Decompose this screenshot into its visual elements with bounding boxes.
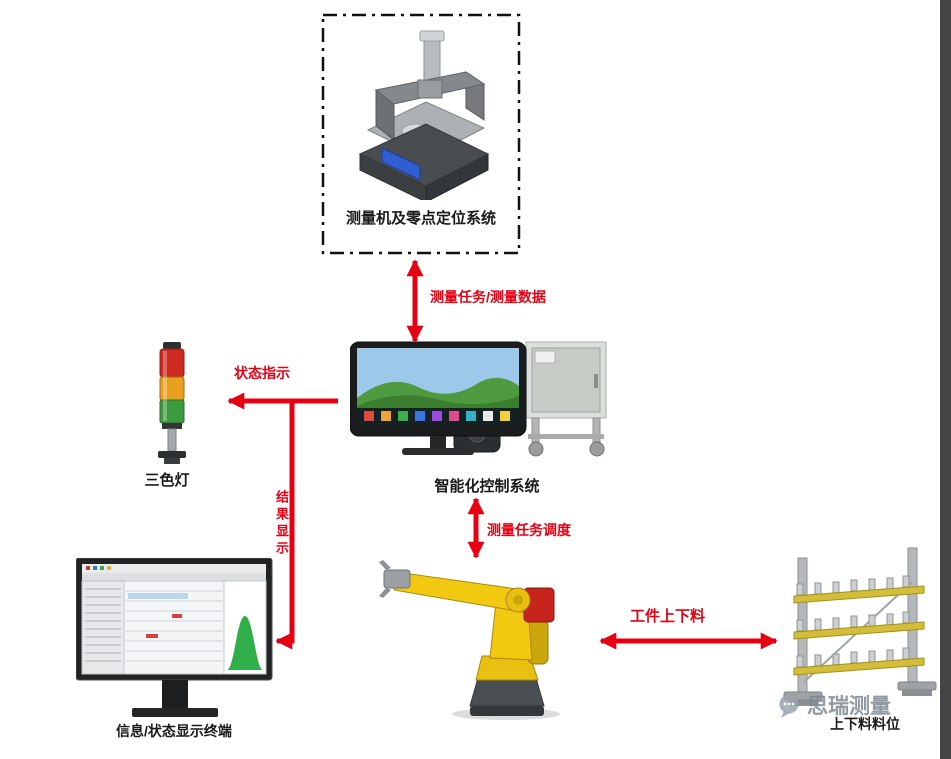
rack-shelves [793,585,925,676]
control-cabinet [525,341,607,457]
cmm-machine-image [338,28,503,200]
control-system-label: 智能化控制系统 [434,478,540,495]
workpiece-transfer-label: 工件上下料 [630,608,706,625]
chat-bubble-icon [776,692,802,718]
light-cap [163,342,181,349]
histogram-curve [227,616,263,670]
result-display-label: 结果显示 [274,490,289,558]
tricolor-light-image [150,342,194,466]
display-terminal-label: 信息/状态显示终端 [116,723,232,739]
display-terminal-image [76,558,274,724]
control-system-image [350,336,612,462]
loading-rack-image [782,542,938,714]
tricolor-light-label: 三色灯 [144,472,190,489]
watermark: 思瑞测量 [776,690,891,720]
watermark-text: 思瑞测量 [807,695,891,718]
task-scheduling-label: 测量任务调度 [487,522,571,538]
right-edge-bar [940,0,951,759]
robot-arm-image [378,550,614,722]
measure-task-data-label: 测量任务/测量数据 [430,289,546,305]
pc-monitor [350,341,527,455]
robot-gripper [383,569,411,589]
status-indication-label: 状态指示 [234,365,290,381]
measuring-machine-label: 测量机及零点定位系统 [345,210,496,227]
loading-rack-label: 上下料料位 [830,716,900,732]
rack-items [796,575,910,668]
